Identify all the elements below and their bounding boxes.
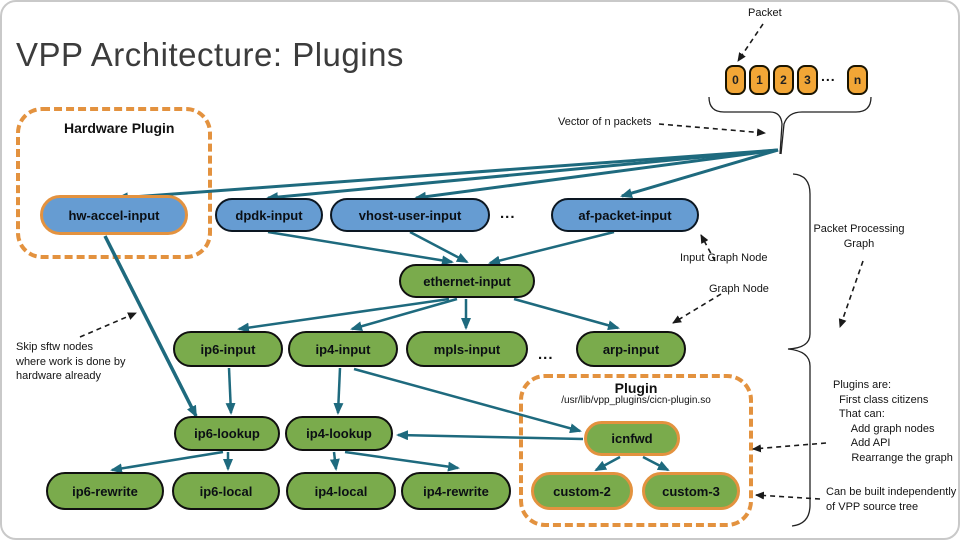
plugins-are-note: Plugins are: First class citizens That c… <box>833 379 953 464</box>
independent-note: Can be built independently of VPP source… <box>826 486 957 513</box>
node-ip6-rewrite: ip6-rewrite <box>46 472 164 510</box>
node-mpls-input: mpls-input <box>406 331 528 367</box>
ellipsis-1: ... <box>500 205 516 222</box>
packet-vector-brace-right <box>780 96 872 155</box>
node-ip6-input: ip6-input <box>173 331 283 367</box>
graph-node-label: Graph Node <box>709 283 769 295</box>
packet-label: Packet <box>748 7 782 19</box>
node-ip4-lookup: ip4-lookup <box>285 416 393 451</box>
packet-box-2: 2 <box>773 65 794 95</box>
node-dpdk-input: dpdk-input <box>215 198 323 232</box>
plugin-group-label: Plugin <box>614 380 658 396</box>
node-icnfwd: icnfwd <box>584 421 680 456</box>
node-ip4-input: ip4-input <box>288 331 398 367</box>
packet-box-1: 1 <box>749 65 770 95</box>
packet-box-n: n <box>847 65 868 95</box>
hardware-plugin-group: Hardware Plugin <box>16 107 212 259</box>
packet-box-3: 3 <box>797 65 818 95</box>
packet-box-0: 0 <box>725 65 746 95</box>
node-arp-input: arp-input <box>576 331 686 367</box>
skip-note: Skip sftw nodes where work is done by ha… <box>16 341 126 382</box>
vector-of-packets-label: Vector of n packets <box>558 116 652 128</box>
node-ip4-rewrite: ip4-rewrite <box>401 472 511 510</box>
node-ip6-lookup: ip6-lookup <box>174 416 280 451</box>
node-ip4-local: ip4-local <box>286 472 396 510</box>
page-title: VPP Architecture: Plugins <box>16 36 404 73</box>
packet-vector-brace <box>708 96 783 155</box>
plugin-path-text: /usr/lib/vpp_plugins/cicn-plugin.so <box>561 395 711 406</box>
node-vhost-user-input: vhost-user-input <box>330 198 490 232</box>
node-custom-2: custom-2 <box>531 472 633 510</box>
plugin-group: Plugin /usr/lib/vpp_plugins/cicn-plugin.… <box>519 374 753 527</box>
input-graph-node-label: Input Graph Node <box>680 252 768 264</box>
hardware-plugin-label: Hardware Plugin <box>64 120 175 136</box>
node-ethernet-input: ethernet-input <box>399 264 535 298</box>
ellipsis-2: ... <box>538 346 554 363</box>
node-custom-3: custom-3 <box>642 472 740 510</box>
node-hw-accel-input: hw-accel-input <box>40 195 188 235</box>
packet-processing-graph-label: Packet Processing Graph <box>813 223 905 250</box>
node-ip6-local: ip6-local <box>172 472 280 510</box>
node-af-packet-input: af-packet-input <box>551 198 699 232</box>
packet-ellipsis: ... <box>821 68 836 84</box>
